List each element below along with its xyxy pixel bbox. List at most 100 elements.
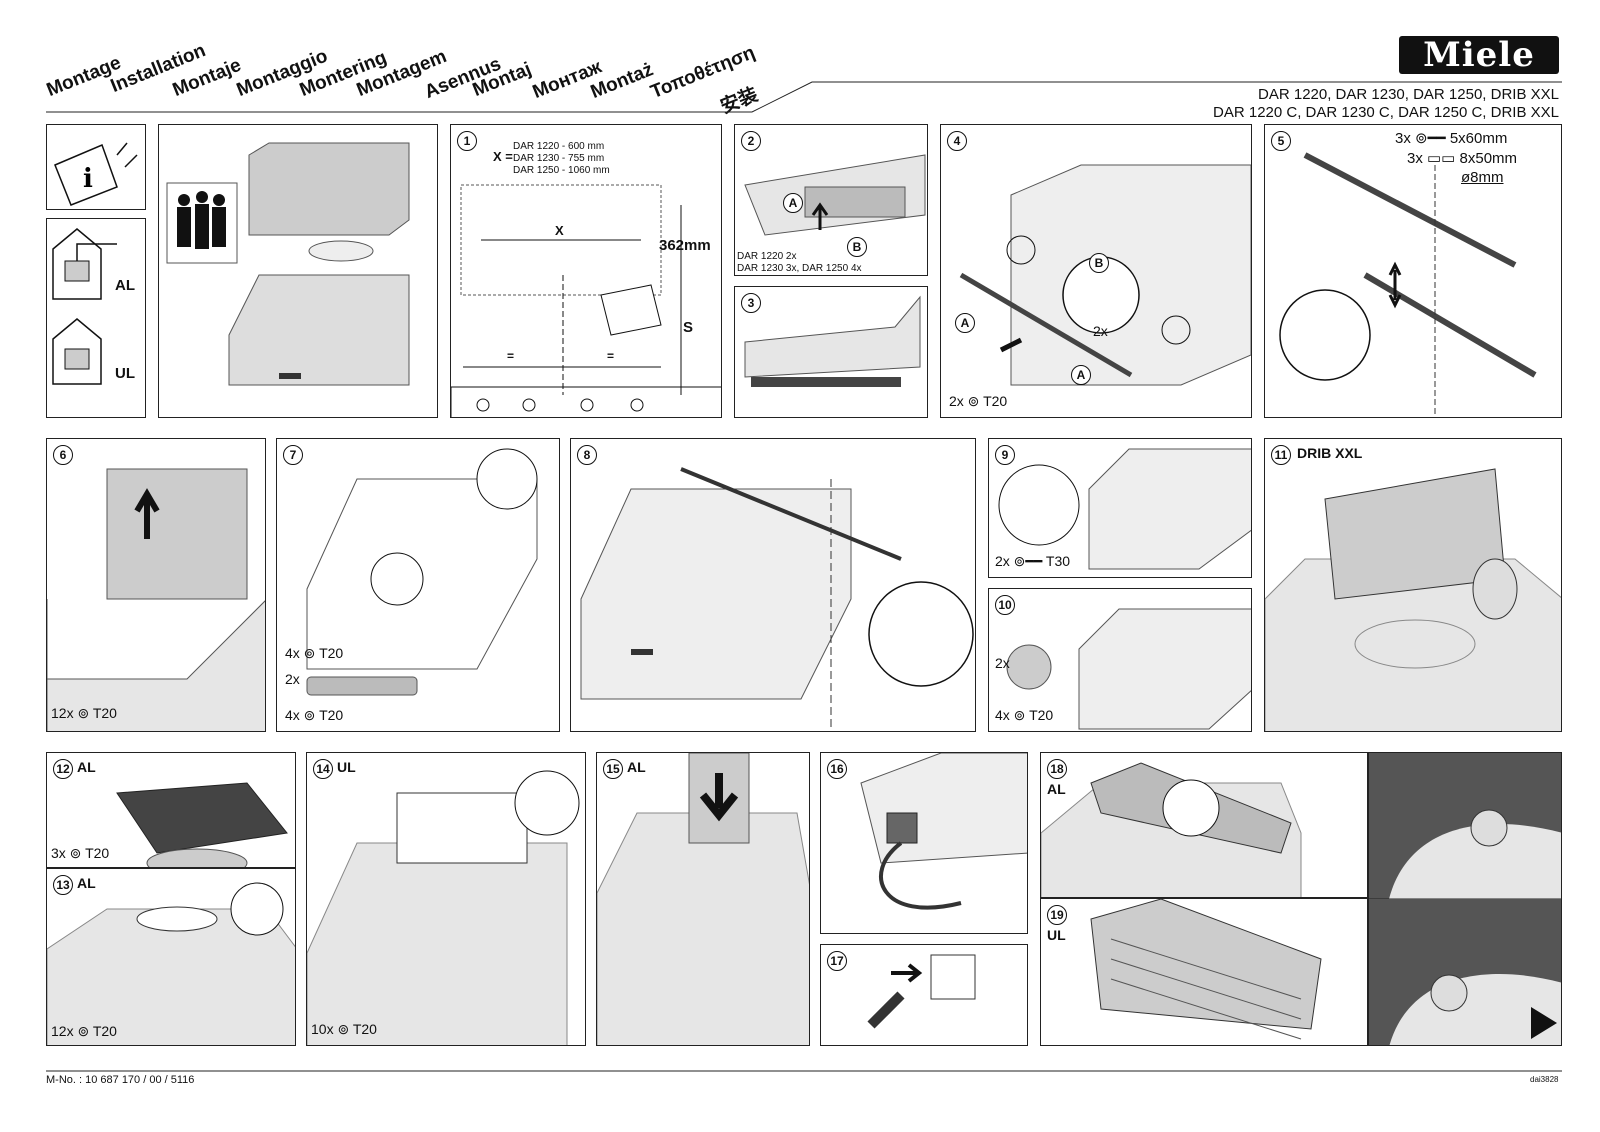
screw-icon: ⊚ (73, 1023, 93, 1039)
height-value: 362mm (659, 237, 711, 254)
washer-illustration (1006, 608, 1251, 730)
screw-type: T20 (92, 705, 117, 721)
cover-ul-illustration (1090, 899, 1322, 1040)
screw-type: T20 (319, 707, 344, 723)
al-label: AL (115, 277, 135, 294)
filter-removal-illustration (744, 154, 926, 236)
screw-type: T30 (1045, 553, 1071, 569)
equal-right: = (607, 349, 615, 363)
drawing-reference: dai3828 (1530, 1075, 1559, 1084)
qty-b: 2x (1093, 323, 1108, 339)
model-line-2: DAR 1220 C, DAR 1230 C, DAR 1250 C, DRIB… (1213, 104, 1559, 121)
step-18-panel: 18 AL (1040, 752, 1368, 898)
screw-icon: ⊚ (73, 705, 93, 721)
screw-type: T20 (1029, 707, 1054, 723)
step-number: 18 (1047, 759, 1067, 779)
screw-count: 12x (51, 1023, 74, 1039)
step-number: 10 (995, 595, 1015, 615)
miele-logo: Miele (1399, 36, 1559, 74)
step-number: 19 (1047, 905, 1067, 925)
step-label: UL (337, 759, 356, 775)
manual-info-icon: i (54, 142, 138, 206)
label-b: B (1089, 253, 1109, 273)
screw-qty-1: 4x ⊚ T20 (285, 645, 343, 662)
screw-count: 2x (995, 553, 1010, 569)
wall-bracket-illustration (1279, 152, 1537, 417)
step-14-panel: 14 UL 10x ⊚ T20 (306, 752, 586, 1046)
step-label: AL (627, 759, 646, 775)
svg-text:i: i (83, 164, 93, 194)
screw-icon: ⊚ (299, 645, 320, 661)
bayonet-detail-illustration (1369, 753, 1561, 1045)
step-19-panel: 19 UL (1040, 898, 1368, 1046)
screw-count: 3x (51, 845, 66, 861)
step-number: 7 (283, 445, 303, 465)
screw-icon: ⊚ (65, 845, 86, 861)
connector-illustration (860, 753, 1027, 910)
dim-1250: DAR 1250 - 1060 mm (513, 165, 610, 176)
screw-count: 4x (285, 707, 300, 723)
step-10-panel: 10 2x 4x ⊚ T20 (988, 588, 1252, 732)
step-9-panel: 9 2x ⊚━━ T30 (988, 438, 1252, 578)
step-label: AL (77, 759, 96, 775)
step-8-panel: 8 (570, 438, 976, 732)
hood-top-screws-illustration (306, 448, 538, 696)
model-line-1: DAR 1220, DAR 1230, DAR 1250, DRIB XXL (1258, 86, 1559, 103)
grease-filter-illustration (744, 295, 921, 387)
bracket-qty: 2x (285, 671, 300, 687)
screw-count: 4x (995, 707, 1010, 723)
screw-qty: 4x ⊚ T20 (995, 707, 1053, 724)
info-panel: i (46, 124, 146, 210)
drib-module-illustration (1265, 468, 1561, 731)
screw-icon: ⊚━━ (1410, 130, 1450, 147)
step-11-panel: 11 DRIB XXL (1264, 438, 1562, 732)
people-icon (177, 191, 226, 249)
step-number: 4 (947, 131, 967, 151)
screw-size: 5x60mm (1449, 130, 1508, 147)
step-2-panel: 2 A B DAR 1220 2x DAR 1230 3x, DAR 1250 … (734, 124, 928, 276)
al-ul-panel: AL UL (46, 218, 146, 418)
plug-qty: 3x (1407, 150, 1423, 167)
next-page-arrow-icon[interactable] (1369, 753, 1562, 1046)
step-number: 8 (577, 445, 597, 465)
step-number: 9 (995, 445, 1015, 465)
screw-qty: 12x ⊚ T20 (51, 705, 117, 722)
step-number: 3 (741, 293, 761, 313)
house-al-icon (52, 228, 117, 385)
screw-count: 4x (285, 645, 300, 661)
screw-qty: 2x ⊚ T20 (949, 393, 1007, 410)
screw-qty: 3x (1395, 130, 1411, 147)
step-number: 12 (53, 759, 73, 779)
detail-panel (1368, 752, 1562, 1046)
dim-1230: DAR 1230 - 755 mm (513, 153, 605, 164)
duct-illustration (597, 753, 809, 1045)
screw-type: T20 (85, 845, 110, 861)
step-number: 13 (53, 875, 73, 895)
screw-icon: ⊚━━ (1009, 553, 1046, 569)
hood-hanging-illustration (580, 467, 974, 729)
step-6-panel: 6 12x ⊚ T20 (46, 438, 266, 732)
label-a-bottom: A (1071, 365, 1091, 385)
cover-al-illustration (1041, 762, 1302, 897)
step-number: 2 (741, 131, 761, 151)
step-16-panel: 16 (820, 752, 1028, 934)
x-equals: X = (493, 150, 513, 163)
screw-icon: ⊚ (1009, 707, 1030, 723)
step-number: 16 (827, 759, 847, 779)
screw-qty: 10x ⊚ T20 (311, 1021, 377, 1038)
step-label: AL (77, 875, 96, 891)
step-15-panel: 15 AL (596, 752, 810, 1046)
note-1: DAR 1220 2x (737, 251, 797, 262)
step-4-panel: 4 A A B 2x 2x ⊚ T20 (940, 124, 1252, 418)
screw-type: T20 (983, 393, 1008, 409)
screw-icon: ⊚ (299, 707, 320, 723)
plug-spec: 3x ▭▭ 8x50mm (1407, 149, 1517, 167)
s-mark: S (683, 319, 694, 336)
plug-size: 8x50mm (1459, 150, 1518, 167)
step-3-panel: 3 (734, 286, 928, 418)
step-number: 11 (1271, 445, 1291, 465)
step-number: 14 (313, 759, 333, 779)
screw-icon: ⊚ (963, 393, 984, 409)
screw-type: T20 (319, 645, 344, 661)
